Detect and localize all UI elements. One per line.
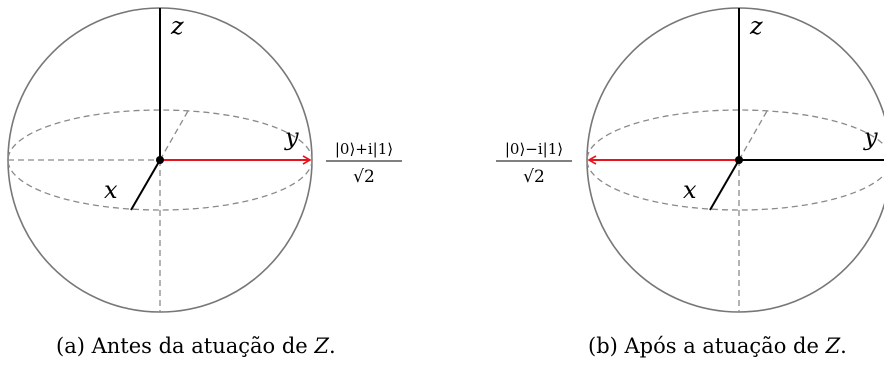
- bloch-sphere-a: z y x |0⟩+i|1⟩ √2: [7, 7, 402, 313]
- caption-b-gate: Z: [825, 334, 841, 358]
- x-axis-label: x: [104, 176, 118, 204]
- caption-b: (b) Após a atuação de Z.: [588, 334, 847, 358]
- state-denominator: √2: [523, 167, 545, 187]
- z-axis-label: z: [749, 12, 763, 40]
- caption-a-gate: Z: [314, 334, 329, 358]
- caption-b-period: .: [840, 334, 847, 358]
- bloch-sphere-b: z y x |0⟩−i|1⟩ √2: [496, 7, 884, 313]
- x-axis: [709, 159, 740, 211]
- state-numerator: |0⟩+i|1⟩: [335, 140, 393, 158]
- origin-dot: [735, 156, 743, 164]
- x-axis: [130, 159, 161, 211]
- x-axis-back-dashed: [159, 110, 189, 161]
- x-axis-label: x: [683, 176, 697, 204]
- state-numerator: |0⟩−i|1⟩: [505, 140, 563, 158]
- caption-a-text: (a) Antes da atuação de: [56, 334, 315, 358]
- caption-a: (a) Antes da atuação de Z.: [56, 334, 336, 358]
- origin-dot: [156, 156, 164, 164]
- caption-b-text: (b) Após a atuação de: [588, 334, 826, 358]
- state-label: |0⟩−i|1⟩ √2: [496, 140, 572, 187]
- y-axis-label: y: [284, 123, 299, 151]
- equator-ellipse: [7, 109, 313, 211]
- x-axis-back-dashed: [738, 110, 768, 161]
- state-denominator: √2: [353, 167, 375, 187]
- state-label: |0⟩+i|1⟩ √2: [326, 140, 402, 187]
- caption-a-period: .: [328, 334, 336, 358]
- y-axis-label: y: [863, 123, 878, 151]
- z-axis-label: z: [170, 12, 184, 40]
